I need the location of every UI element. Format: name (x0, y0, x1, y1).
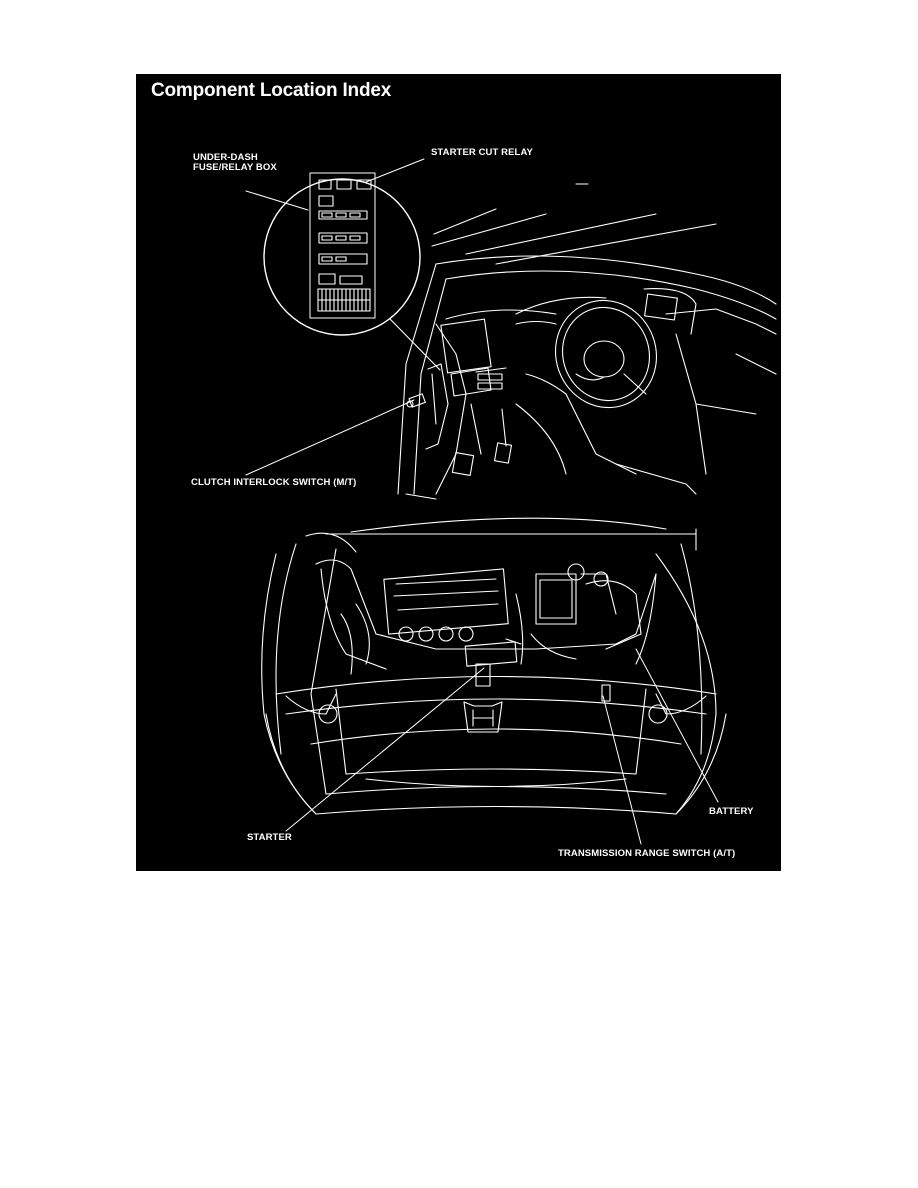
fuse-box-magnifier (263, 172, 441, 371)
leader-starter-cut-relay (365, 158, 425, 183)
component-location-figure: Component Location Index UNDER-DASH FUSE… (136, 74, 781, 871)
label-under-dash-line2: FUSE/RELAY BOX (193, 162, 277, 173)
leader-transmission-range (602, 695, 642, 845)
leader-under-dash (245, 190, 309, 211)
diagram-title: Component Location Index (151, 80, 392, 101)
label-clutch-interlock-switch: CLUTCH INTERLOCK SWITCH (M/T) (191, 477, 357, 488)
dashboard-illustration (397, 183, 777, 500)
leader-starter (285, 667, 485, 832)
label-battery: BATTERY (709, 806, 754, 817)
leader-battery (635, 648, 719, 803)
label-under-dash-fuse-relay-box: UNDER-DASH FUSE/RELAY BOX (193, 153, 277, 173)
label-transmission-range-switch: TRANSMISSION RANGE SWITCH (A/T) (558, 848, 736, 859)
diagram-artwork (245, 158, 777, 845)
label-starter-cut-relay: STARTER CUT RELAY (431, 147, 533, 158)
label-starter: STARTER (247, 832, 292, 843)
engine-bay-illustration (261, 517, 727, 815)
leader-clutch-interlock (245, 399, 415, 476)
label-under-dash-line1: UNDER-DASH (193, 152, 258, 163)
leader-lines (245, 158, 719, 845)
